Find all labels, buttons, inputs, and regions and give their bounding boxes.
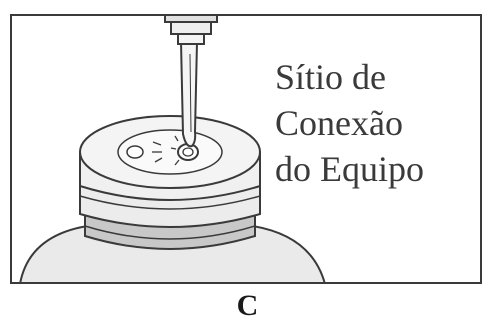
connection-site-label: Sítio de Conexão do Equipo (275, 54, 475, 192)
cap-inner-well (117, 129, 223, 175)
callout-line-1: Sítio de (275, 57, 387, 97)
left-port (126, 145, 144, 159)
bottle-illustration (10, 14, 482, 284)
panel-frame (10, 14, 482, 284)
panel-caption: C (236, 289, 259, 322)
figure-panel: Sítio de Conexão do Equipo (10, 14, 482, 284)
connection-site (170, 135, 199, 166)
equipo-connector (164, 14, 218, 45)
spike-pin (179, 41, 199, 148)
callout-line-2: Conexão (275, 103, 403, 143)
callout-line-3: do Equipo (275, 149, 424, 189)
center-ticks (152, 141, 163, 163)
